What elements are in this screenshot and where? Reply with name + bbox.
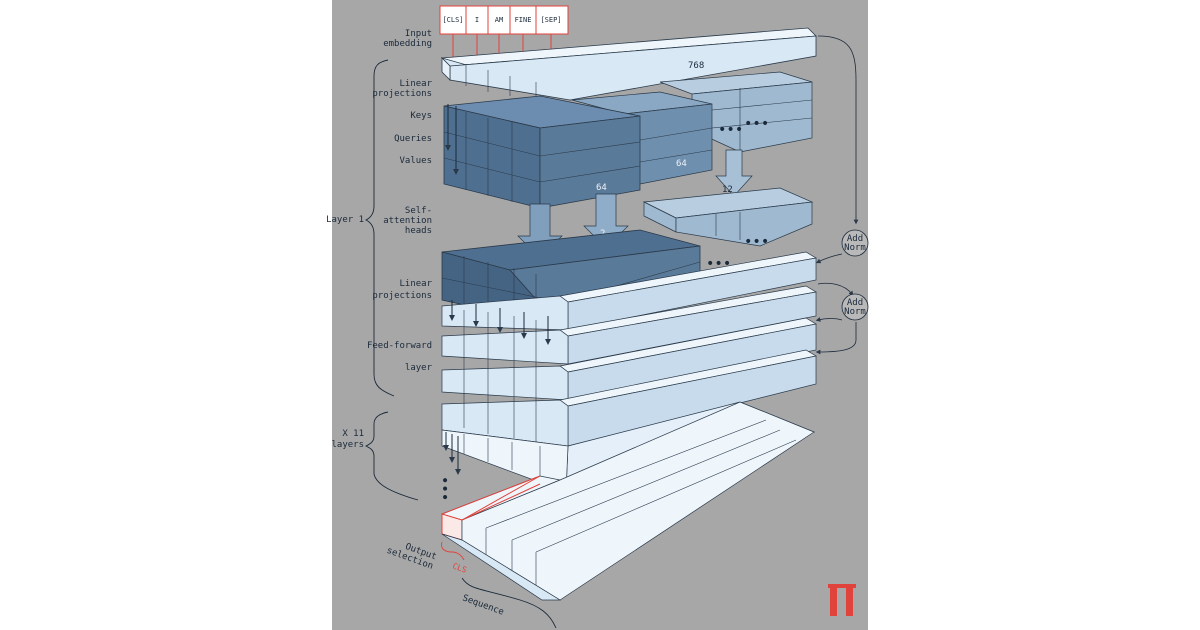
head-12-label: 12 xyxy=(722,185,733,195)
output-slab xyxy=(440,401,815,601)
label-input-embedding-2: embedding xyxy=(383,39,432,49)
layer-slabs xyxy=(441,251,817,447)
label-layer-1: Layer 1 xyxy=(326,215,364,225)
label-feed-forward-1: Feed-forward xyxy=(367,341,432,351)
label-keys: Keys xyxy=(410,111,432,121)
qkv-block-front: 64 xyxy=(443,95,641,209)
svg-text:•••: ••• xyxy=(436,476,452,501)
label-self-attention-2: attention xyxy=(383,216,432,226)
label-linear-proj-top-1: Linear xyxy=(399,79,432,89)
svg-text:Norm: Norm xyxy=(844,243,866,253)
brand-logo-icon xyxy=(828,584,856,616)
head-dim-front-label: 64 xyxy=(596,183,607,193)
label-x11-1: X 11 xyxy=(342,429,364,439)
label-x11-2: layers xyxy=(331,440,364,450)
svg-text:Norm: Norm xyxy=(844,307,866,317)
label-self-attention-3: heads xyxy=(405,226,432,236)
label-linear-proj-bottom-1: Linear xyxy=(399,279,432,289)
svg-text:•••: ••• xyxy=(718,122,743,138)
head-dim-mid-label: 64 xyxy=(676,159,687,169)
label-queries: Queries xyxy=(394,134,432,144)
braces xyxy=(364,59,557,629)
label-sequence: Sequence xyxy=(461,593,505,617)
token-am: AM xyxy=(495,16,503,24)
qkv-block-mid: 64 xyxy=(571,91,713,185)
label-feed-forward-2: layer xyxy=(405,363,433,373)
svg-text:Add: Add xyxy=(847,234,863,244)
label-values: Values xyxy=(399,156,432,166)
input-embedding-slab: 768 xyxy=(440,27,817,101)
label-linear-proj-top-2: projections xyxy=(372,89,432,99)
svg-text:Add: Add xyxy=(847,298,863,308)
add-norm-circle-2: Add Norm xyxy=(841,293,869,321)
embedding-dim-label: 768 xyxy=(688,61,704,71)
token-cls: [CLS] xyxy=(442,16,463,24)
label-self-attention-1: Self- xyxy=(405,206,432,216)
residual-connections xyxy=(815,35,859,355)
label-linear-proj-bottom-2: projections xyxy=(372,291,432,301)
label-cls-selection: CLS xyxy=(451,561,468,574)
token-fine: FINE xyxy=(515,16,532,24)
qkv-block-far: ••• ••• xyxy=(659,71,813,153)
input-tokens: [CLS] I AM FINE [SEP] xyxy=(439,5,569,85)
token-sep: [SEP] xyxy=(540,16,561,24)
svg-text:•••: ••• xyxy=(744,116,769,132)
svg-text:•••: ••• xyxy=(744,234,769,250)
label-input-embedding-1: Input xyxy=(405,29,432,39)
attention-head-outputs: ••• xyxy=(642,187,814,250)
add-norm-circle-1: Add Norm xyxy=(841,229,869,257)
token-i: I xyxy=(475,16,479,24)
